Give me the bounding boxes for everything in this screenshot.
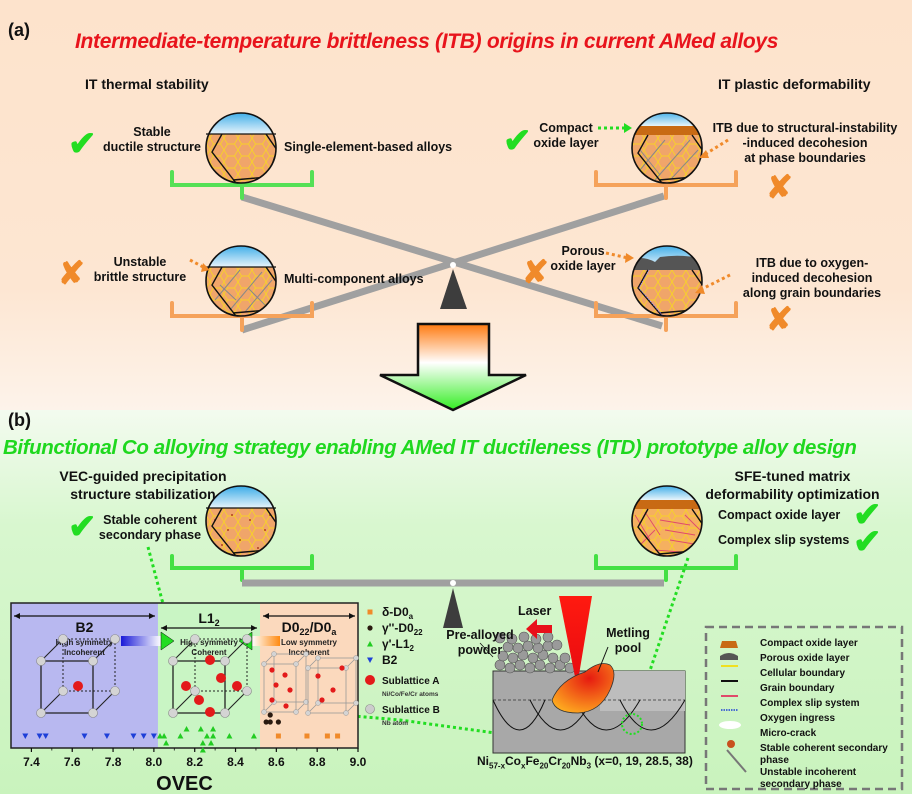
check-icon: ✔ bbox=[503, 122, 532, 160]
check-icon: ✔ bbox=[68, 125, 97, 163]
cross-icon: ✘ bbox=[58, 255, 85, 291]
legend-box bbox=[704, 625, 904, 791]
microstructure-circle-3 bbox=[631, 112, 703, 184]
legend-item: Stable coherent secondary phase bbox=[760, 743, 888, 766]
multi-component-alloys-label: Multi-component alloys bbox=[284, 272, 424, 286]
microstructure-circle-2 bbox=[205, 245, 277, 317]
microstructure-circle-1 bbox=[205, 112, 277, 184]
legend-item: Grain boundary bbox=[760, 683, 835, 694]
legend-item: Cellular boundary bbox=[760, 668, 846, 679]
check-icon: ✔ bbox=[853, 523, 882, 561]
check-icon: ✔ bbox=[68, 508, 97, 546]
compact-oxide-item: Compact oxide layer bbox=[718, 508, 841, 522]
panel-b-label: (b) bbox=[8, 410, 31, 430]
legend-item: Micro-crack bbox=[760, 728, 817, 739]
legend-item: Unstable incoherent secondary phase bbox=[760, 767, 857, 790]
panel-a-title: Intermediate-temperature brittleness (IT… bbox=[75, 30, 779, 53]
microstructure-circle-5 bbox=[205, 485, 277, 557]
cross-icon: ✘ bbox=[766, 301, 793, 337]
complex-slip-item: Complex slip systems bbox=[718, 533, 850, 547]
left-heading: IT thermal stability bbox=[85, 76, 209, 92]
transition-arrow bbox=[379, 322, 527, 412]
single-element-alloys-label: Single-element-based alloys bbox=[284, 140, 453, 154]
am-process-illustration bbox=[479, 596, 686, 754]
legend-item: Compact oxide layer bbox=[760, 638, 858, 649]
itb-phase-boundary-desc: ITB due to structural-instability-induce… bbox=[712, 121, 898, 165]
legend: Compact oxide layer Porous oxide layer C… bbox=[760, 638, 890, 791]
panel-b-title: Bifunctional Co alloying strategy enabli… bbox=[3, 436, 857, 459]
alloy-formula: Ni57-xCoxFe20Cr20Nb3 (x=0, 19, 28.5, 38) bbox=[477, 754, 693, 771]
cross-icon: ✘ bbox=[766, 169, 793, 205]
panel-a-label: (a) bbox=[8, 20, 30, 40]
legend-swatches bbox=[719, 641, 747, 773]
right-heading: IT plastic deformability bbox=[718, 76, 871, 92]
cross-icon: ✘ bbox=[522, 254, 549, 290]
legend-item: Oxygen ingress bbox=[760, 713, 836, 724]
legend-item: Porous oxide layer bbox=[760, 653, 850, 664]
laser-label: Laser bbox=[518, 604, 552, 618]
check-icon: ✔ bbox=[853, 496, 882, 534]
balance-beam-b bbox=[242, 579, 664, 628]
legend-item: Complex slip system bbox=[760, 698, 860, 709]
microstructure-circle-4 bbox=[631, 245, 703, 317]
